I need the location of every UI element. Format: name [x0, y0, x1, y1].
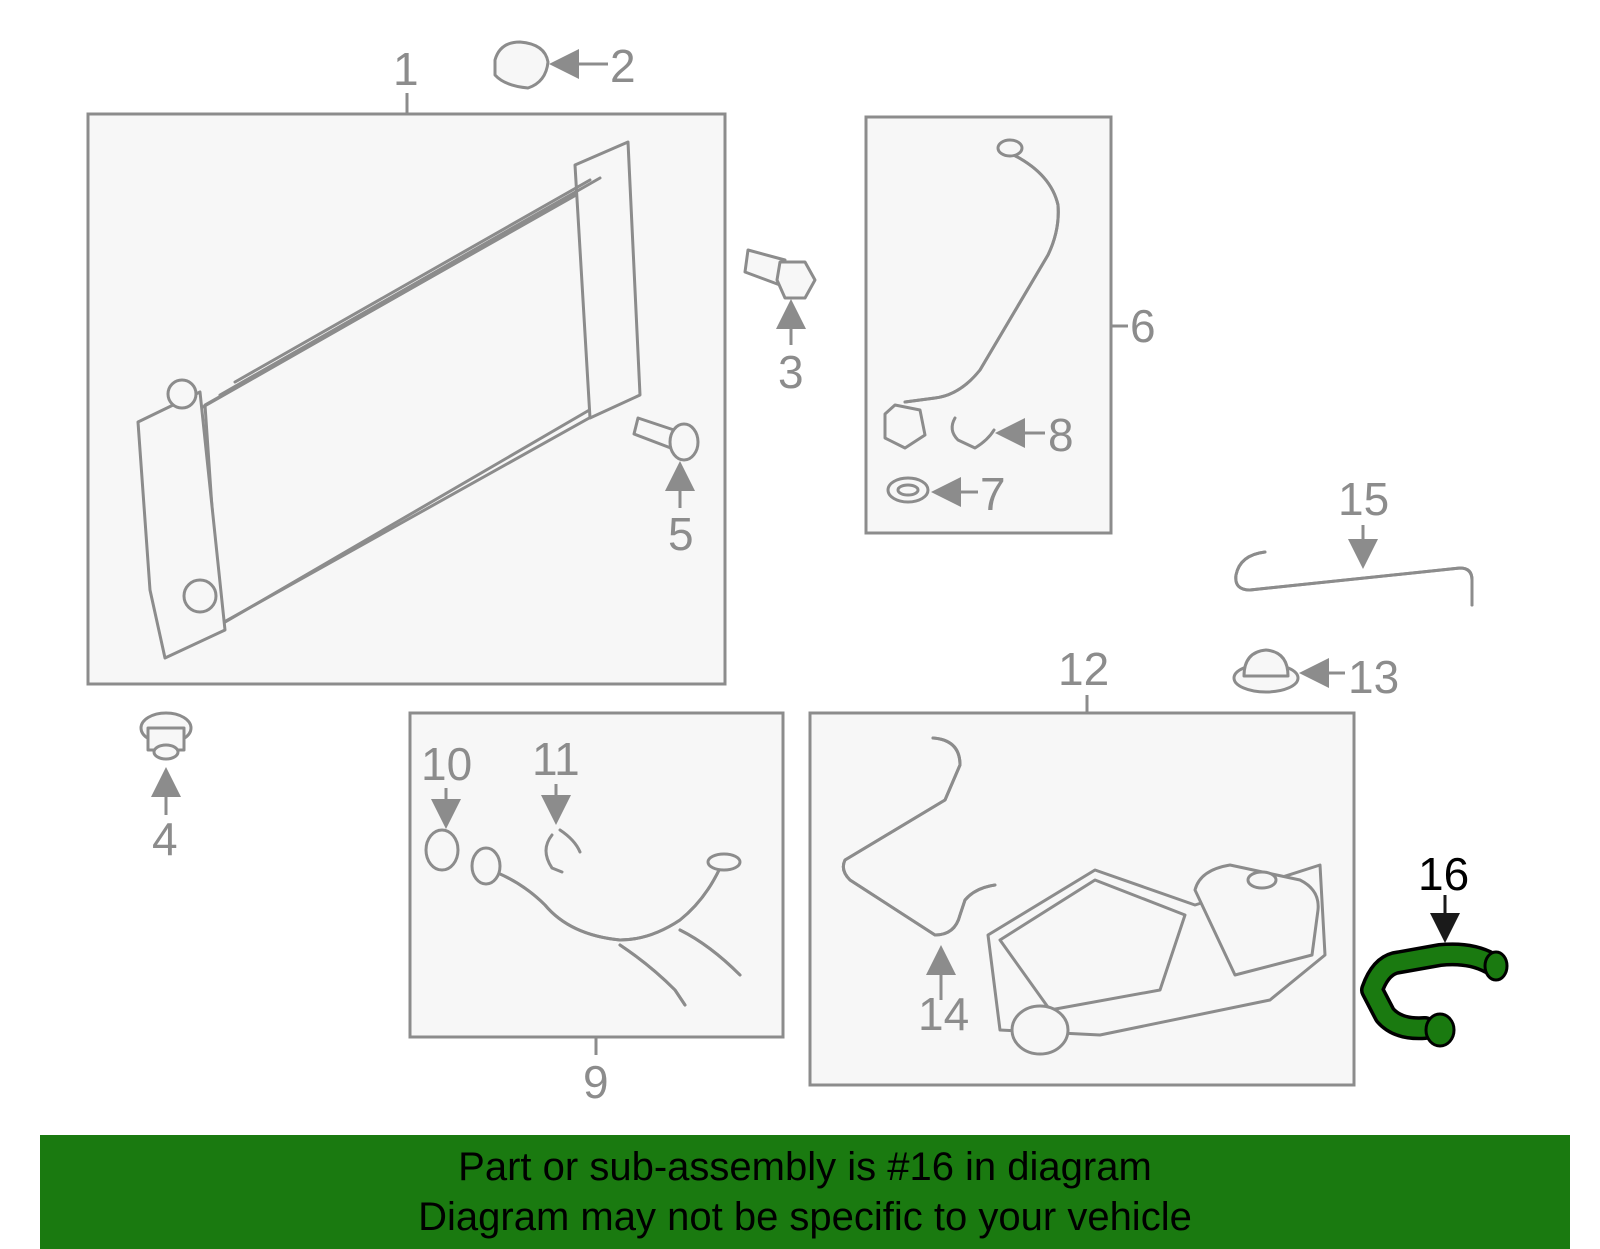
reservoir-group: 12 14: [808, 643, 1356, 1087]
radiator-group: 1: [86, 43, 727, 686]
banner-line-disclaimer: Diagram may not be specific to your vehi…: [418, 1195, 1192, 1239]
lower-hose-box: [408, 711, 785, 1039]
callout-5: 5: [668, 508, 694, 560]
upper-hose-drawing: [883, 138, 1060, 450]
lower-hose-group: 9 10 11: [408, 711, 785, 1108]
callout-13: 13: [1348, 651, 1399, 703]
callout-6: 6: [1130, 300, 1156, 352]
callout-15: 15: [1338, 473, 1389, 525]
callout-8: 8: [1048, 409, 1074, 461]
callout-11: 11: [532, 733, 580, 785]
upper-hose-box: [864, 115, 1113, 535]
part-10: [424, 828, 460, 872]
banner-line-part: Part or sub-assembly is #16 in diagram: [458, 1145, 1152, 1189]
radiator-drawing: [136, 140, 642, 660]
part-2: 2: [493, 40, 636, 92]
callout-16: 16: [1418, 848, 1469, 900]
callout-4: 4: [152, 813, 178, 865]
callout-10: 10: [421, 738, 472, 790]
reservoir-drawing: [841, 736, 1327, 1056]
callout-12: 12: [1058, 643, 1109, 695]
callout-1: 1: [393, 43, 419, 95]
part-3: 3: [743, 248, 817, 398]
part-4: 4: [139, 711, 193, 865]
part-13: 13: [1232, 648, 1399, 703]
part-11: [544, 828, 582, 874]
info-banner: Part or sub-assembly is #16 in diagram D…: [40, 1135, 1570, 1249]
callout-14: 14: [918, 988, 969, 1040]
upper-hose-group: 6 8 7: [864, 115, 1156, 535]
part-5: 5: [632, 416, 700, 560]
part-7: [886, 476, 930, 504]
part-15: 15: [1234, 473, 1474, 607]
callout-3: 3: [778, 346, 804, 398]
callout-2: 2: [610, 40, 636, 92]
callout-7: 7: [980, 468, 1006, 520]
callout-9: 9: [583, 1056, 609, 1108]
part-16-highlighted[interactable]: 16: [1360, 848, 1509, 1048]
lower-hose-drawing: [470, 846, 742, 1007]
